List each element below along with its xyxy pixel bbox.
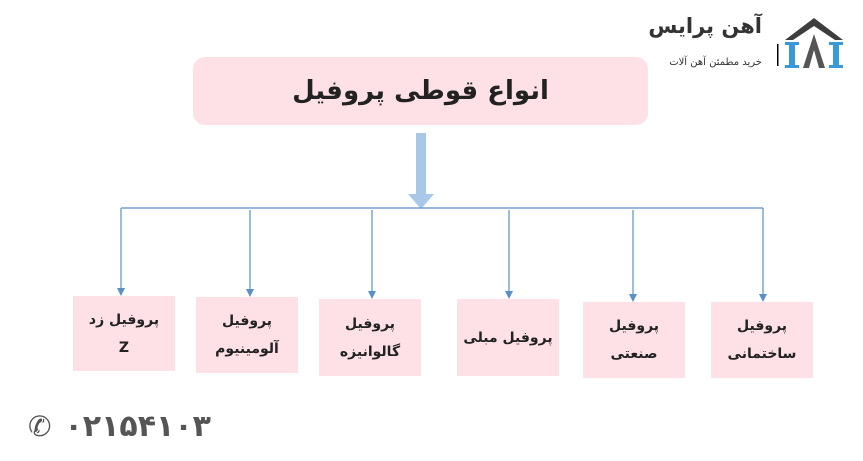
box-aluminum-profile: پروفیل آلومینیوم xyxy=(196,297,298,373)
box-line2: گالوانیزه xyxy=(339,343,401,360)
phone-number: ۰۲۱۵۴۱۰۳ xyxy=(64,409,211,444)
box-line1: پروفیل زد xyxy=(88,311,160,328)
box-line2: صنعتی xyxy=(610,346,658,362)
box-line1: پروفیل مبلی xyxy=(463,329,553,346)
box-furniture-profile: پروفیل مبلی xyxy=(457,299,559,376)
brand-name: آهن پرایس xyxy=(648,14,762,38)
box-industrial-profile: پروفیل صنعتی xyxy=(583,302,685,378)
box-line2: Z xyxy=(118,339,130,356)
phone-contact: ✆ ۰۲۱۵۴۱۰۳ xyxy=(28,408,211,446)
diagram-title: انواع قوطی پروفیل xyxy=(193,57,648,125)
box-construction-profile: پروفیل ساختمانی xyxy=(711,302,813,378)
box-line1: پروفیل xyxy=(608,318,660,334)
box-line2: آلومینیوم xyxy=(215,341,279,357)
box-line1: پروفیل xyxy=(344,315,396,332)
box-galvanized-profile: پروفیل گالوانیزه xyxy=(319,299,421,376)
logo-icon xyxy=(777,18,843,68)
main-arrow xyxy=(408,133,434,209)
phone-icon: ✆ xyxy=(28,410,55,443)
box-line1: پروفیل xyxy=(736,318,788,334)
box-line1: پروفیل xyxy=(221,313,273,329)
brand-tagline: خرید مطمئن آهن آلات xyxy=(669,57,762,68)
box-z-profile: پروفیل زد Z xyxy=(73,296,175,371)
box-line2: ساختمانی xyxy=(727,346,797,362)
logo: آهن پرایس خرید مطمئن آهن آلات xyxy=(640,12,852,76)
